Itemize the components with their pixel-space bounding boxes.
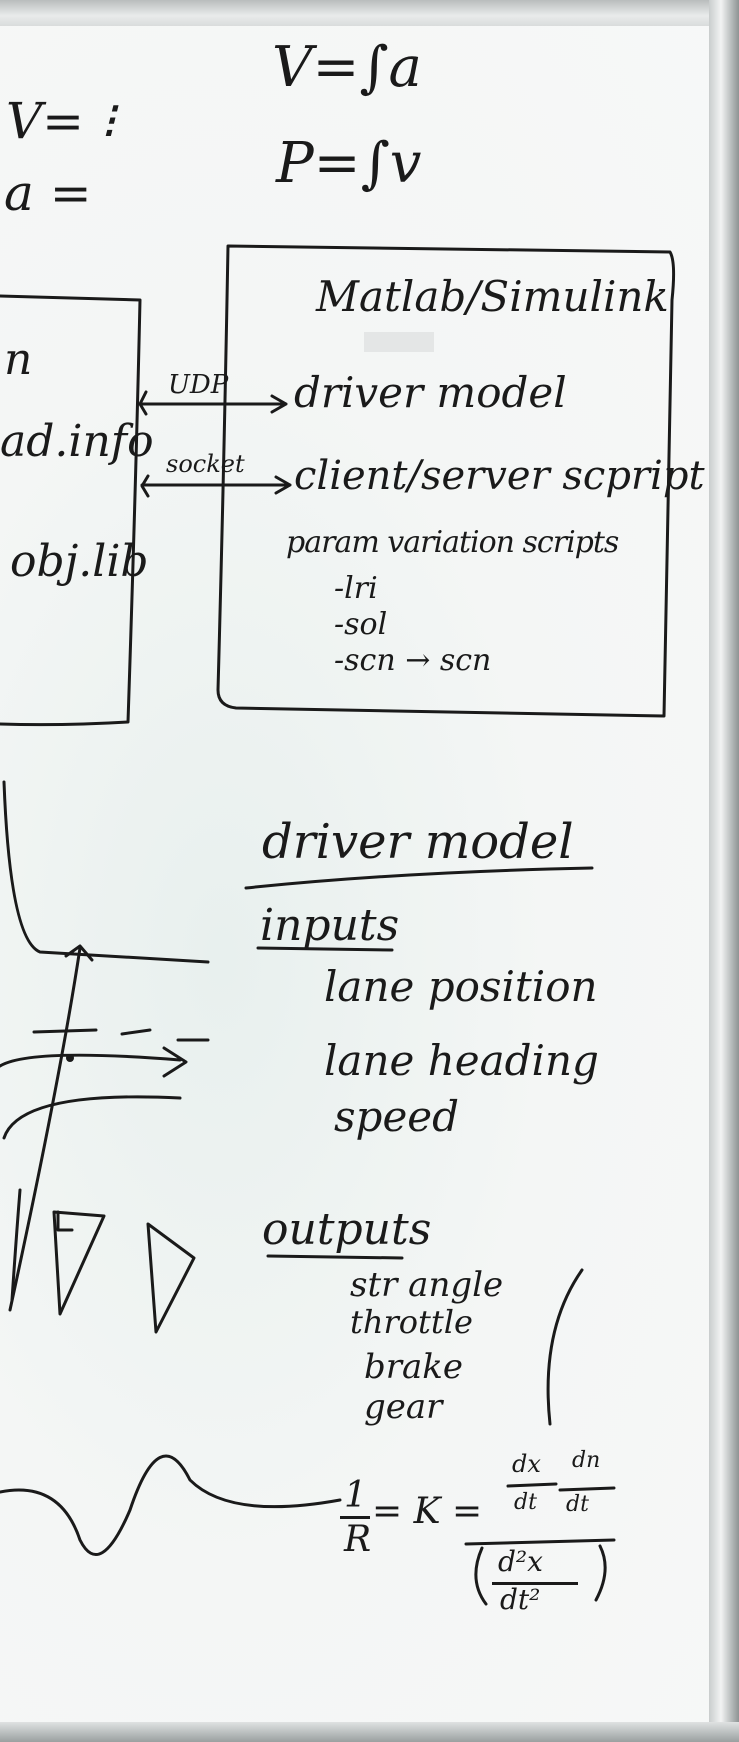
output-gear: gear (364, 1387, 443, 1427)
output-bracket (546, 1268, 584, 1426)
formula-inner-bar (492, 1582, 578, 1585)
left-box-fragment-adinfo: ad.info (0, 416, 154, 467)
udp-arrow (138, 394, 288, 414)
whiteboard-frame-right (709, 0, 739, 1742)
left-box-outline (0, 294, 142, 727)
socket-label: socket (166, 450, 245, 478)
position-integral-text: P=∫v (276, 131, 422, 196)
output-throttle: throttle (350, 1303, 473, 1341)
matlab-item-driver-model: driver model (294, 368, 567, 417)
formula-dx: dx (512, 1450, 541, 1478)
driver-model-heading: driver model (262, 814, 574, 870)
outputs-underline (266, 1254, 404, 1260)
whiteboard-frame-bottom (0, 1722, 739, 1742)
input-speed: speed (334, 1092, 460, 1141)
lane-plot-upper (32, 1028, 210, 1042)
formula-dt-2: dt (566, 1492, 589, 1517)
matlab-title-smudge (364, 332, 434, 352)
acceleration-text: a = (4, 164, 92, 222)
vertical-axis (8, 944, 94, 1312)
matlab-sub-sol: -sol (334, 607, 388, 642)
velocity-integral-text: V=∫a (272, 35, 422, 100)
inputs-label: inputs (260, 900, 400, 951)
formula-r: R (344, 1519, 372, 1560)
outputs-label: outputs (262, 1204, 432, 1255)
lane-plot-lower (2, 1095, 182, 1140)
formula-dn: dn (572, 1448, 601, 1473)
step-plot-axis (2, 780, 210, 964)
output-str-angle: str angle (350, 1265, 504, 1305)
formula-dt-1: dt (514, 1490, 537, 1515)
matlab-sub-lri: -lri (334, 571, 378, 606)
socket-arrow (140, 475, 292, 495)
lane-plot-line (0, 1046, 188, 1078)
triangle-2 (146, 1222, 196, 1334)
matlab-item-param-variation: param variation scripts (286, 525, 619, 560)
velocity-zero-text: V= ⁝ (6, 92, 116, 150)
formula-dt2: dt² (500, 1583, 541, 1616)
input-lane-position: lane position (324, 962, 598, 1011)
left-box-fragment-objlib: obj.lib (10, 536, 149, 587)
inputs-underline (256, 946, 394, 952)
matlab-sub-scn: -scn → scn (334, 643, 492, 678)
driver-model-underline (244, 866, 594, 890)
formula-k: = K = (372, 1491, 483, 1532)
matlab-item-client-server: client/server scpript (294, 453, 705, 499)
input-lane-heading: lane heading (324, 1036, 599, 1085)
matlab-box-outline (216, 244, 676, 718)
triangle-1 (52, 1210, 106, 1316)
wave-curve (0, 1454, 342, 1557)
formula-one: 1 (344, 1475, 367, 1516)
output-brake: brake (364, 1347, 464, 1387)
formula-d2x: d²x (498, 1545, 543, 1578)
whiteboard-frame-top (0, 0, 739, 26)
left-box-fragment-n: n (4, 334, 33, 385)
matlab-title: Matlab/Simulink (316, 272, 669, 321)
udp-label: UDP (168, 370, 229, 400)
formula-one-bar (340, 1516, 370, 1519)
